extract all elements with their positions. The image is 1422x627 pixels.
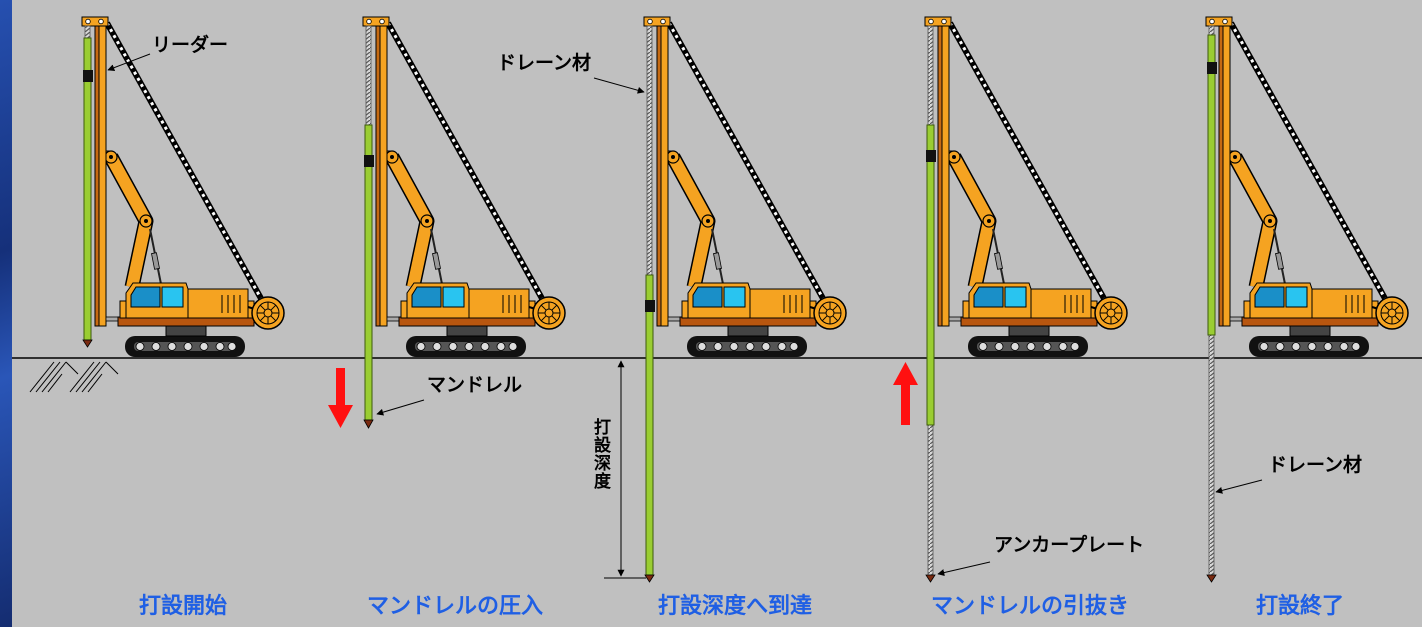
drain-material-installed bbox=[927, 424, 934, 576]
stage-caption-4: マンドレルの引抜き bbox=[930, 594, 1130, 619]
anchor-plate bbox=[644, 574, 655, 583]
stage-3-rig-load bbox=[644, 25, 655, 583]
mandrel-clamp bbox=[926, 150, 936, 162]
anchor-plate bbox=[925, 574, 936, 583]
stage-caption-5: 打設終了 bbox=[1255, 594, 1345, 619]
callout-line-mandrel bbox=[376, 399, 425, 416]
stage-1-rig-load bbox=[82, 25, 93, 348]
stage-2-rig-load bbox=[363, 25, 374, 429]
callout-line-drain-bottom bbox=[1215, 479, 1263, 494]
drain-material bbox=[84, 25, 91, 39]
callout-driving-depth: 打設深度 bbox=[590, 418, 610, 490]
mandrel bbox=[83, 37, 92, 341]
callout-mandrel: マンドレル bbox=[427, 374, 523, 396]
drain-material bbox=[646, 25, 653, 276]
crane-4 bbox=[925, 17, 1127, 357]
stage-caption-3: 打設深度へ到達 bbox=[657, 594, 813, 619]
callout-anchor-plate: アンカープレート bbox=[994, 534, 1145, 556]
anchor-plate bbox=[1206, 574, 1217, 583]
callout-drain-material-bottom: ドレーン材 bbox=[1268, 454, 1363, 476]
drain-material bbox=[1208, 25, 1215, 36]
stage-4-rig-load bbox=[925, 25, 936, 583]
mandrel-clamp bbox=[364, 155, 374, 167]
drain-material bbox=[927, 25, 934, 126]
mandrel-clamp bbox=[645, 300, 655, 312]
mandrel-clamp bbox=[83, 70, 93, 82]
stage-caption-2: マンドレルの圧入 bbox=[366, 594, 544, 619]
anchor-plate bbox=[363, 419, 374, 429]
callout-drain-material-top: ドレーン材 bbox=[497, 52, 592, 74]
up-arrow-icon bbox=[893, 362, 918, 425]
drain-material-installed bbox=[1208, 334, 1215, 576]
mandrel bbox=[926, 124, 935, 426]
soil-hatch-icon bbox=[29, 361, 119, 393]
stage-caption-1: 打設開始 bbox=[138, 594, 228, 619]
callout-line-leader bbox=[107, 53, 151, 72]
callout-leader: リーダー bbox=[152, 34, 229, 56]
callout-line-drain-top bbox=[593, 77, 645, 94]
crane-5 bbox=[1206, 17, 1408, 357]
callout-line-anchor-plate bbox=[937, 561, 991, 576]
crane-3 bbox=[644, 17, 846, 357]
drain-material bbox=[365, 25, 372, 126]
depth-dimension-line bbox=[604, 360, 646, 579]
mandrel bbox=[645, 274, 654, 576]
frame-strip bbox=[0, 0, 12, 627]
anchor-plate bbox=[82, 339, 93, 348]
down-arrow-icon bbox=[328, 368, 353, 428]
mandrel-clamp bbox=[1207, 62, 1217, 74]
mandrel bbox=[1207, 34, 1216, 336]
stage-5-rig-load bbox=[1206, 25, 1217, 583]
mandrel bbox=[364, 124, 373, 421]
